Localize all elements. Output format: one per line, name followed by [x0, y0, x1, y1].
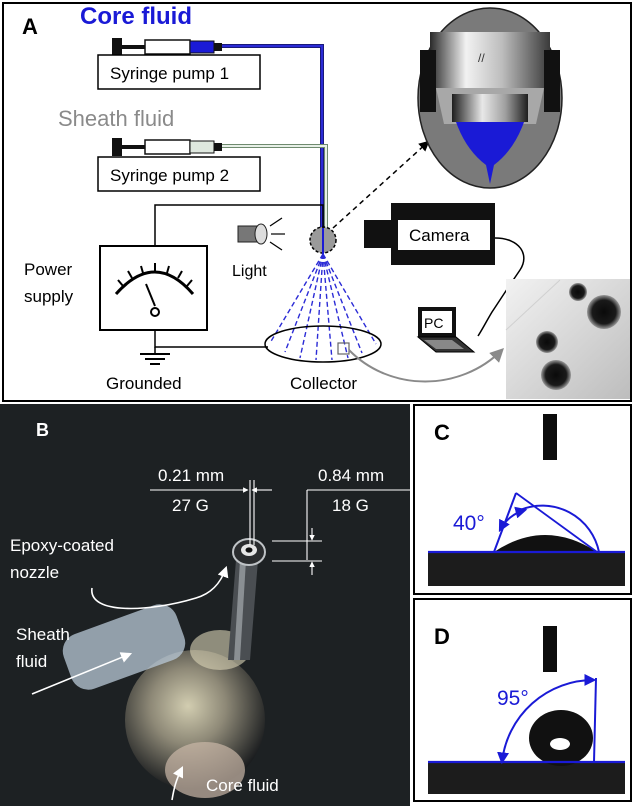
panel-b: B 0.21 mm: [0, 404, 410, 806]
substrate-c: [428, 552, 625, 586]
svg-text://: //: [478, 51, 485, 65]
needle: [228, 538, 266, 660]
outer-gauge-label: 18 G: [332, 496, 369, 515]
panel-c-label: C: [434, 420, 450, 445]
substrate-d: [428, 762, 625, 794]
syringe-pump-1-box: [97, 54, 261, 90]
pc-label: PC: [424, 315, 443, 331]
angle-arc-d: [497, 673, 597, 765]
camera-cable: [477, 237, 525, 337]
sheath-label-2: fluid: [16, 652, 47, 671]
power-supply-label-2: supply: [24, 287, 74, 306]
power-supply-meter: [99, 245, 208, 331]
camera-icon: [364, 203, 495, 265]
inner-gauge-label: 27 G: [172, 496, 209, 515]
angle-label-c: 40°: [453, 512, 485, 535]
dimension-lines: [150, 480, 410, 575]
panel-a: A Core fluid Syringe pump 1 Sheath fluid…: [2, 2, 632, 402]
droplet-c: [494, 535, 597, 552]
sample-arrow: [348, 348, 504, 383]
power-supply-label-1: Power: [24, 260, 73, 279]
dispense-needle-d: [543, 626, 557, 672]
inner-dim-label: 0.21 mm: [158, 466, 224, 485]
syringe-pump-2-box: [97, 156, 261, 192]
nozzle-label-2: nozzle: [10, 563, 59, 582]
collector-sample-box: [337, 342, 350, 355]
hv-wire: [154, 204, 324, 246]
grounded-label: Grounded: [106, 374, 182, 393]
sheath-label-1: Sheath: [16, 625, 70, 644]
microcapsule-image: [505, 279, 630, 399]
panel-b-label: B: [36, 420, 49, 440]
angle-arc-c: [519, 504, 600, 553]
nozzle-arrow: [91, 565, 229, 610]
panel-d-label: D: [434, 624, 450, 649]
light-label: Light: [232, 263, 267, 280]
dispense-needle-c: [543, 414, 557, 460]
core-arrow: [171, 765, 184, 801]
collector-label: Collector: [290, 374, 357, 393]
syringe-pump-1-label: Syringe pump 1: [110, 64, 229, 83]
panel-a-label: A: [22, 14, 38, 39]
zoom-arrow: [332, 140, 430, 229]
outer-dim-label: 0.84 mm: [318, 466, 384, 485]
spray-cone: [269, 253, 377, 361]
syringe-pump-2-label: Syringe pump 2: [110, 166, 229, 185]
nozzle-zoom-view: //: [417, 7, 563, 189]
sheath-fluid-title: Sheath fluid: [58, 106, 174, 131]
nozzle-label-1: Epoxy-coated: [10, 536, 114, 555]
collector-ellipse: [264, 325, 382, 363]
angle-label-d: 95°: [497, 687, 529, 710]
ground-symbol: [140, 347, 170, 365]
panel-c: C 40°: [413, 404, 632, 595]
light-icon: [237, 217, 285, 251]
syringe-2: [112, 138, 222, 156]
droplet-d: [529, 710, 593, 766]
pc-icon: [416, 307, 476, 353]
camera-label: Camera: [409, 226, 470, 245]
core-fluid-label-b: Core fluid: [206, 776, 279, 795]
core-fluid-title: Core fluid: [80, 3, 192, 30]
panel-d: D 95°: [413, 598, 632, 802]
syringe-1: [112, 38, 222, 56]
sheath-arrow: [31, 652, 133, 695]
